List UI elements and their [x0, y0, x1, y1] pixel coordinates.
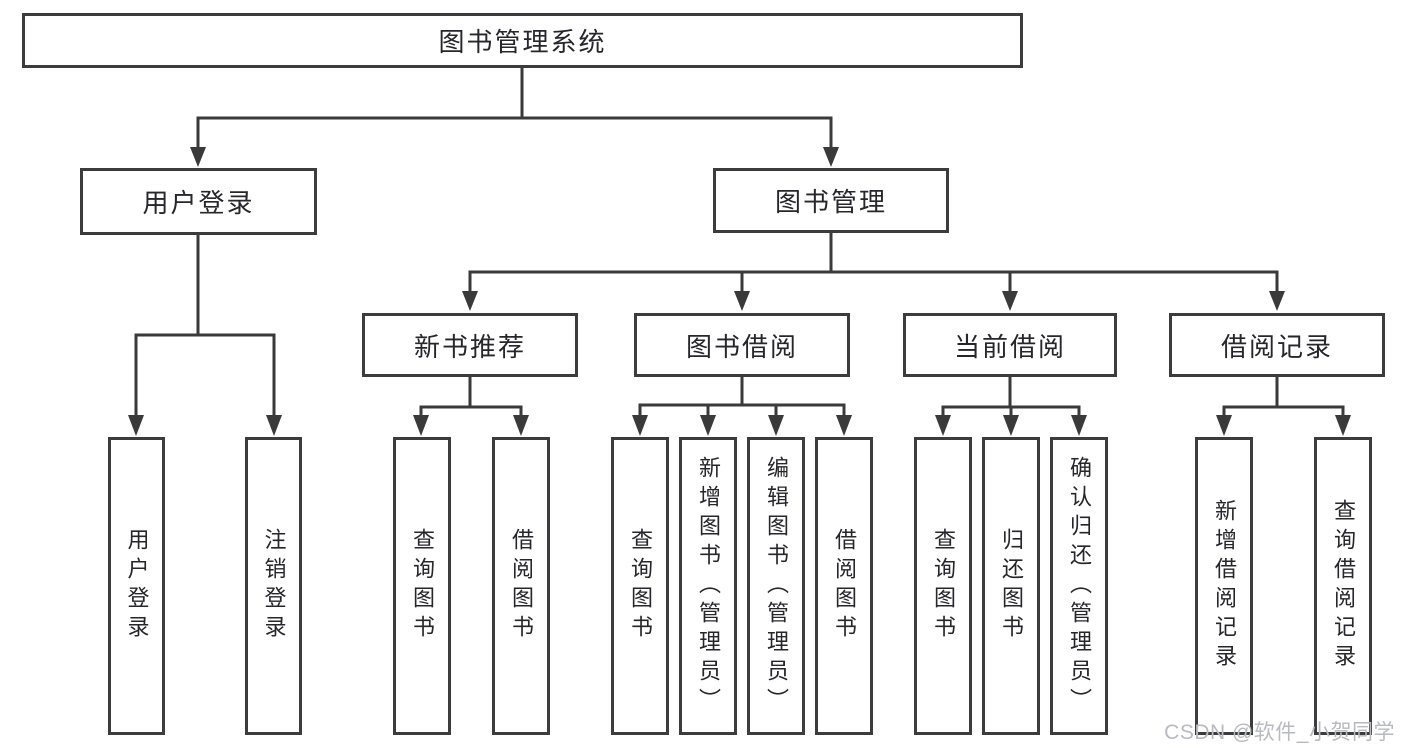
node-label: 查询图书	[628, 528, 653, 644]
node-leaf-logout-login: 注销登录	[245, 437, 302, 735]
node-leaf-return-book: 归还图书	[982, 437, 1040, 735]
node-user-login: 用户登录	[80, 168, 317, 235]
node-label: 注销登录	[261, 528, 287, 644]
node-label: 借阅图书	[509, 528, 534, 644]
node-new-book-recommend: 新书推荐	[362, 313, 578, 377]
node-leaf-add-book-admin: 新增图书（管理员）	[679, 437, 737, 735]
node-leaf-query-book-2: 查询图书	[611, 437, 669, 735]
node-leaf-query-book-3: 查询图书	[914, 437, 972, 735]
node-label: 确认归还（管理员）	[1067, 455, 1092, 717]
node-leaf-add-borrow-record: 新增借阅记录	[1195, 437, 1253, 735]
node-label: 归还图书	[999, 528, 1024, 644]
node-book-management: 图书管理	[713, 168, 949, 233]
node-label: 查询借阅记录	[1331, 499, 1356, 673]
node-leaf-query-book-1: 查询图书	[393, 437, 451, 735]
node-leaf-borrow-book-1: 借阅图书	[492, 437, 550, 735]
node-current-borrowing: 当前借阅	[903, 313, 1117, 377]
node-label: 查询图书	[410, 528, 435, 644]
node-leaf-confirm-return-admin: 确认归还（管理员）	[1050, 437, 1108, 735]
node-borrowing-records: 借阅记录	[1169, 313, 1385, 377]
node-label: 查询图书	[931, 528, 956, 644]
node-book-borrowing: 图书借阅	[634, 313, 850, 377]
node-leaf-edit-book-admin: 编辑图书（管理员）	[747, 437, 805, 735]
node-leaf-borrow-book-2: 借阅图书	[815, 437, 873, 735]
node-leaf-query-borrow-record: 查询借阅记录	[1314, 437, 1372, 735]
watermark: CSDN @软件_小贺同学	[1164, 721, 1395, 744]
node-leaf-user-login: 用户登录	[108, 437, 165, 735]
node-label: 新增图书（管理员）	[696, 455, 721, 717]
node-label: 新增借阅记录	[1212, 499, 1237, 673]
node-label: 借阅图书	[832, 528, 857, 644]
node-label: 编辑图书（管理员）	[764, 455, 789, 717]
node-library-management-system: 图书管理系统	[22, 13, 1023, 68]
node-label: 用户登录	[124, 528, 150, 644]
